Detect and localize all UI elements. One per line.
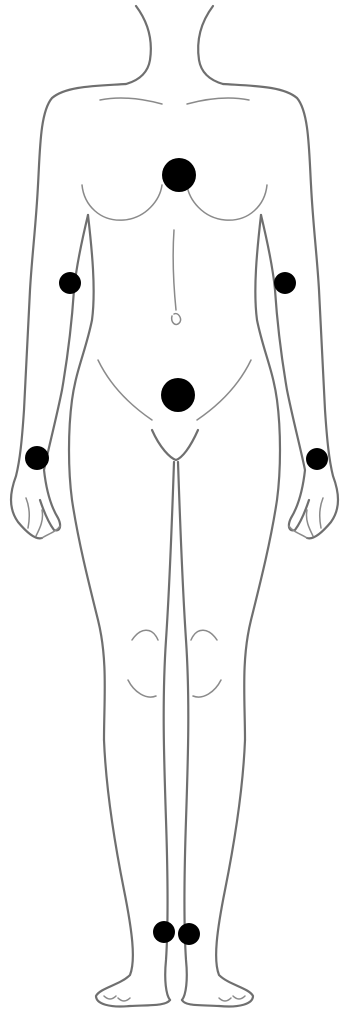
outer-leg-left <box>96 740 170 1007</box>
abdomen-midline <box>173 230 176 310</box>
neck-left-line <box>126 6 151 84</box>
right-wrist-marker <box>306 448 328 470</box>
left-knee-line <box>128 630 158 697</box>
left-arm-inner <box>40 215 88 530</box>
chest-marker <box>162 158 196 192</box>
body-outline <box>11 6 338 1007</box>
inner-leg-right <box>178 462 188 1000</box>
collarbone-right <box>187 98 249 104</box>
outer-leg-right <box>182 740 253 1007</box>
right-breast-line <box>187 185 267 220</box>
left-hand-fingers <box>26 498 60 538</box>
left-toes <box>104 996 130 1001</box>
right-hip-line <box>197 360 251 420</box>
left-ankle-marker <box>153 921 175 943</box>
neck-right-line <box>198 6 223 84</box>
collarbone-left <box>100 98 162 104</box>
right-toes <box>219 996 245 1001</box>
right-arm-inner <box>261 215 309 530</box>
inner-leg-left <box>164 462 174 1000</box>
right-hand-fingers <box>289 498 323 538</box>
right-elbow-marker <box>274 272 296 294</box>
pelvis-line <box>152 430 198 460</box>
left-breast-line <box>82 185 162 220</box>
left-hip-line <box>98 360 152 420</box>
marker-group <box>25 158 328 945</box>
navel <box>172 314 181 325</box>
right-ankle-marker <box>178 923 200 945</box>
left-wrist-marker <box>25 446 49 470</box>
left-elbow-marker <box>59 272 81 294</box>
right-knee-line <box>191 630 221 697</box>
lower-abdomen-marker <box>161 378 195 412</box>
